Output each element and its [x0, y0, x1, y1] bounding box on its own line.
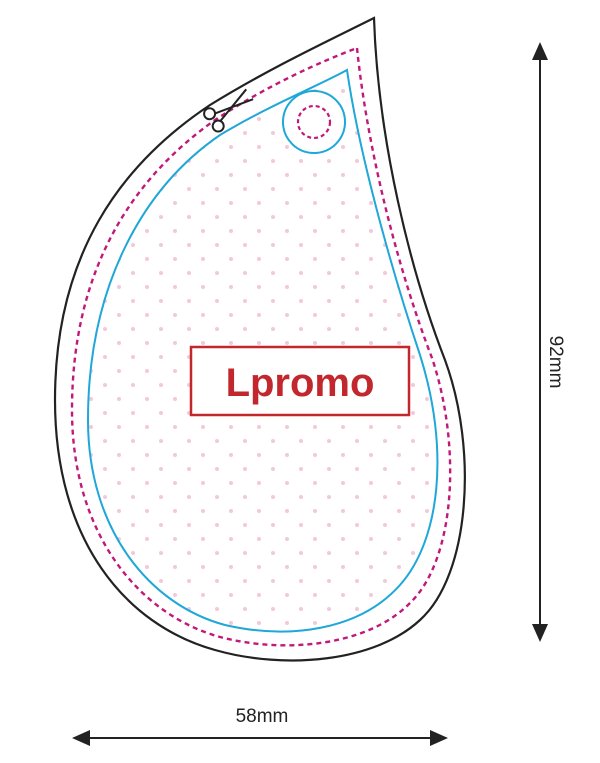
- cut-line: [53, 16, 466, 662]
- hole-icon: [282, 90, 346, 154]
- bleed-line: [70, 46, 452, 647]
- logo-frame: [189, 345, 411, 417]
- width-arrow-head-right: [430, 730, 448, 746]
- logo-text: Lpromo: [226, 361, 375, 405]
- height-arrow-head-bottom: [532, 624, 548, 642]
- width-dimension: 58mm: [72, 706, 448, 746]
- scissors-icon: [203, 88, 254, 133]
- logo: Lpromo: [189, 345, 411, 417]
- height-label: 92mm: [545, 336, 566, 389]
- width-arrow-head-left: [72, 730, 90, 746]
- height-dimension: 92mm: [532, 42, 566, 642]
- height-arrow-head-top: [532, 42, 548, 60]
- width-label: 58mm: [236, 706, 289, 727]
- safe-line: [86, 68, 439, 633]
